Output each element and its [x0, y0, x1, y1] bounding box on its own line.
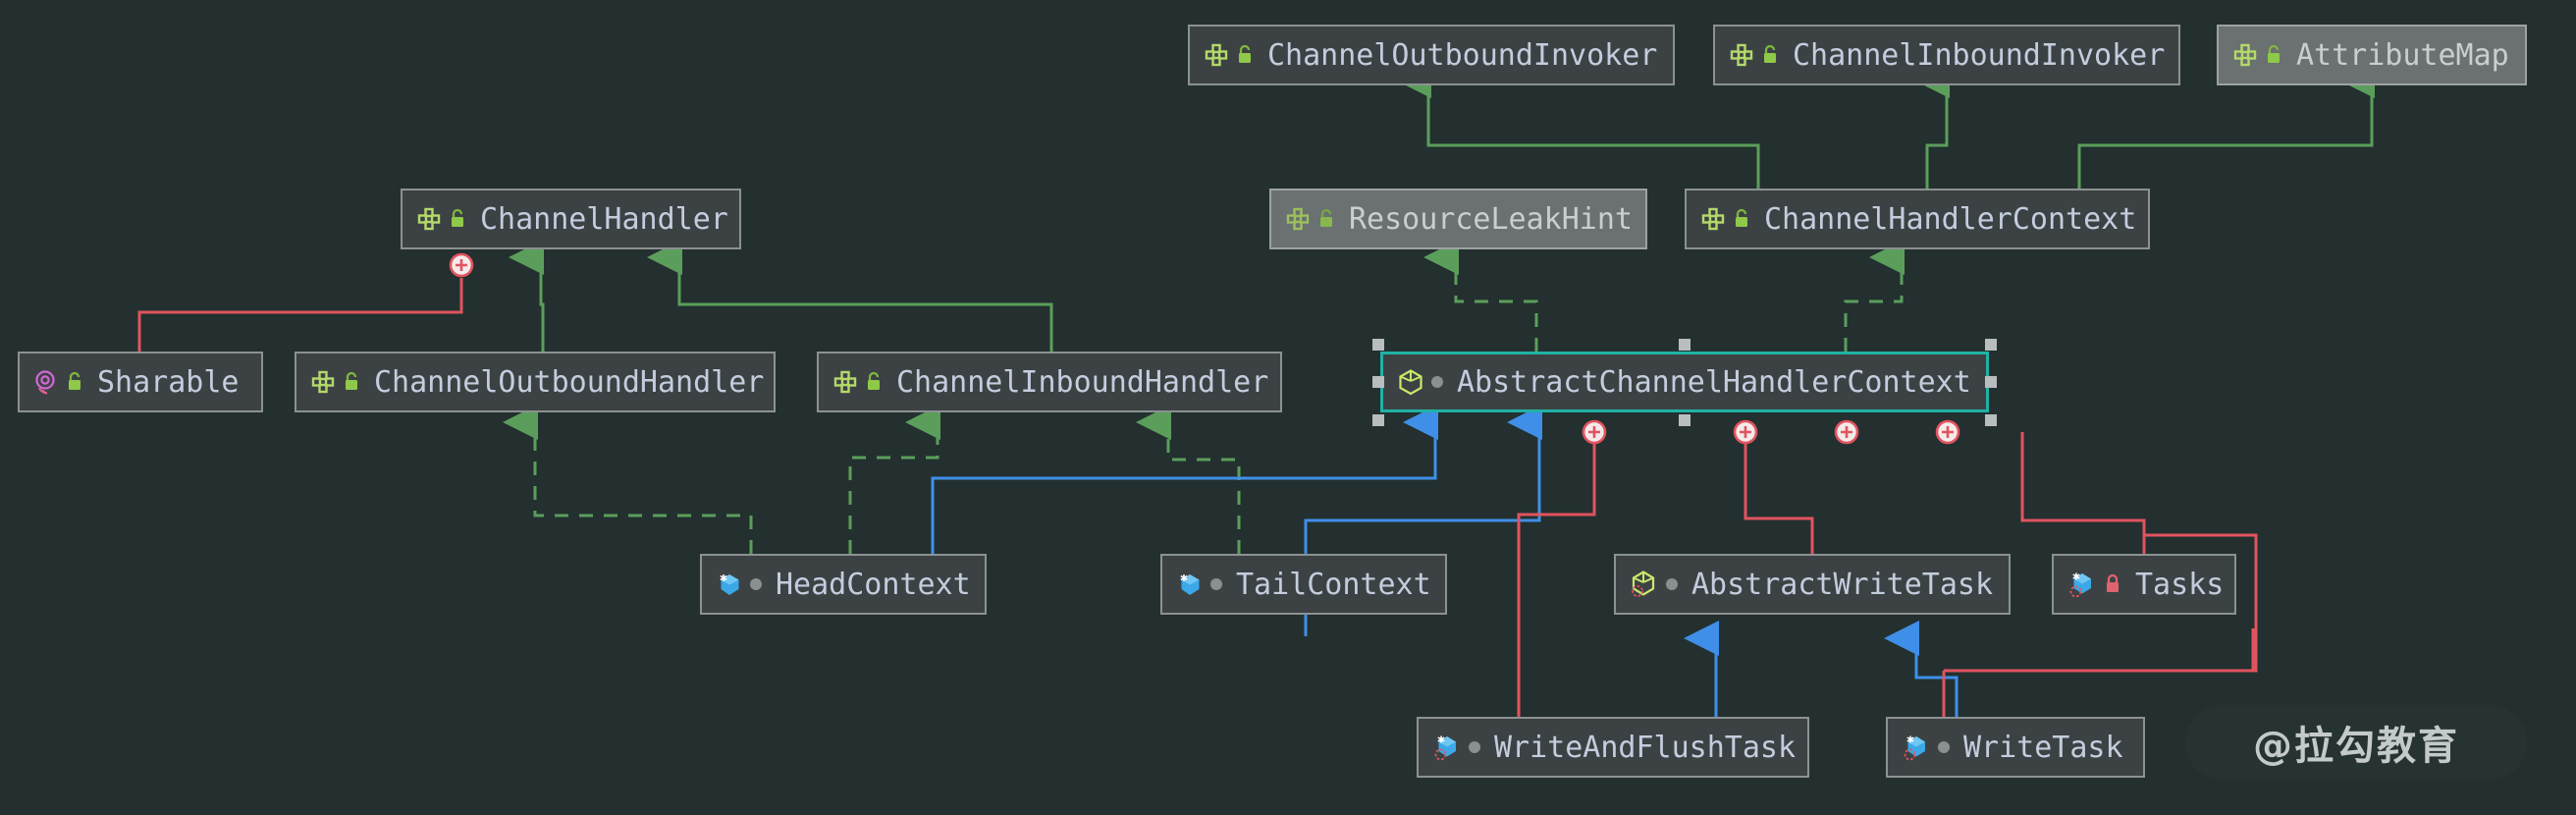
interface-icon [832, 369, 883, 395]
class-node-label: Sharable [97, 364, 240, 400]
expand-badge-abstractwritetask[interactable] [1733, 419, 1758, 445]
access-dot-icon [1469, 741, 1480, 753]
interface-icon [2232, 42, 2282, 68]
class-node-label: AbstractWriteTask [1691, 567, 1994, 602]
lock-open-green-icon [346, 371, 357, 390]
lock-open-green-icon [69, 371, 80, 390]
class-node-channelinboundhandler[interactable]: ChannelInboundHandler [817, 352, 1282, 412]
final-inner-class-icon [1902, 733, 1950, 762]
final-inner-class-icon [1432, 733, 1480, 762]
class-node-tailcontext[interactable]: TailContext [1160, 554, 1447, 615]
lock-open-green-icon [1764, 44, 1776, 63]
class-node-headcontext[interactable]: HeadContext [700, 554, 987, 615]
class-node-attributemap[interactable]: AttributeMap [2217, 25, 2527, 85]
class-node-label: ChannelOutboundInvoker [1267, 37, 1658, 73]
annotation-icon [33, 369, 83, 395]
lock-red-icon [2107, 573, 2119, 592]
class-node-label: ChannelHandlerContext [1764, 201, 2137, 237]
class-node-channelinboundinvoker[interactable]: ChannelInboundInvoker [1713, 25, 2180, 85]
expand-badge-writeandflushtask[interactable] [1582, 419, 1607, 445]
selection-handle-w[interactable] [1372, 376, 1384, 388]
interface-icon [310, 369, 360, 395]
expand-badge-tasks[interactable] [1834, 419, 1859, 445]
selection-handle-s[interactable] [1679, 414, 1690, 426]
selection-handle-se[interactable] [1985, 414, 1997, 426]
abstract-class-icon [1397, 368, 1443, 396]
watermark: @拉勾教育 [2185, 705, 2527, 780]
class-node-label: Tasks [2135, 567, 2225, 602]
interface-icon [1700, 206, 1750, 232]
class-node-writetask[interactable]: WriteTask [1886, 717, 2145, 778]
class-node-channelhandlercontext[interactable]: ChannelHandlerContext [1685, 189, 2150, 249]
final-class-icon [716, 570, 762, 598]
selection-handle-ne[interactable] [1985, 339, 1997, 351]
interface-icon [1729, 42, 1779, 68]
class-node-label: WriteTask [1963, 730, 2123, 765]
final-inner-class-icon [2067, 570, 2121, 599]
access-dot-icon [1431, 376, 1443, 388]
selection-handle-sw[interactable] [1372, 414, 1384, 426]
lock-open-green-icon [2268, 44, 2280, 63]
class-node-label: ChannelInboundHandler [896, 364, 1269, 400]
access-dot-icon [750, 578, 762, 590]
class-node-label: ChannelHandler [480, 201, 728, 237]
lock-open-green-icon [868, 371, 880, 390]
selection-handle-n[interactable] [1679, 339, 1690, 351]
class-node-sharable[interactable]: Sharable [18, 352, 263, 412]
expand-badge-tasks-right[interactable] [1935, 419, 1960, 445]
class-node-writeandflushtask[interactable]: WriteAndFlushTask [1417, 717, 1809, 778]
class-node-label: AbstractChannelHandlerContext [1457, 364, 1971, 400]
class-node-label: WriteAndFlushTask [1494, 730, 1797, 765]
abstract-inner-class-icon [1630, 570, 1678, 599]
class-node-label: ChannelInboundInvoker [1793, 37, 2166, 73]
class-node-label: HeadContext [776, 567, 971, 602]
class-node-channeloutboundhandler[interactable]: ChannelOutboundHandler [295, 352, 776, 412]
final-class-icon [1176, 570, 1222, 598]
class-node-tasks[interactable]: Tasks [2052, 554, 2236, 615]
lock-open-green-icon [1239, 44, 1251, 63]
expand-badge-sharable[interactable] [449, 252, 474, 278]
interface-icon [1204, 42, 1254, 68]
lock-open-green-icon [1320, 208, 1332, 227]
selection-handle-nw[interactable] [1372, 339, 1384, 351]
class-node-channelhandler[interactable]: ChannelHandler [401, 189, 741, 249]
access-dot-icon [1210, 578, 1222, 590]
class-node-abstractchannelhandlercontext[interactable]: AbstractChannelHandlerContext [1380, 352, 1989, 412]
lock-open-green-icon [452, 208, 463, 227]
class-node-label: AttributeMap [2296, 37, 2509, 73]
class-node-channeloutboundinvoker[interactable]: ChannelOutboundInvoker [1188, 25, 1675, 85]
class-node-abstractwritetask[interactable]: AbstractWriteTask [1614, 554, 2011, 615]
access-dot-icon [1938, 741, 1950, 753]
class-node-resourceleakhint[interactable]: ResourceLeakHint [1269, 189, 1647, 249]
selection-handle-e[interactable] [1985, 376, 1997, 388]
class-node-label: ResourceLeakHint [1349, 201, 1633, 237]
access-dot-icon [1666, 578, 1678, 590]
interface-icon [416, 206, 466, 232]
interface-icon [1285, 206, 1335, 232]
class-node-label: ChannelOutboundHandler [374, 364, 765, 400]
class-node-label: TailContext [1236, 567, 1431, 602]
lock-open-green-icon [1736, 208, 1747, 227]
